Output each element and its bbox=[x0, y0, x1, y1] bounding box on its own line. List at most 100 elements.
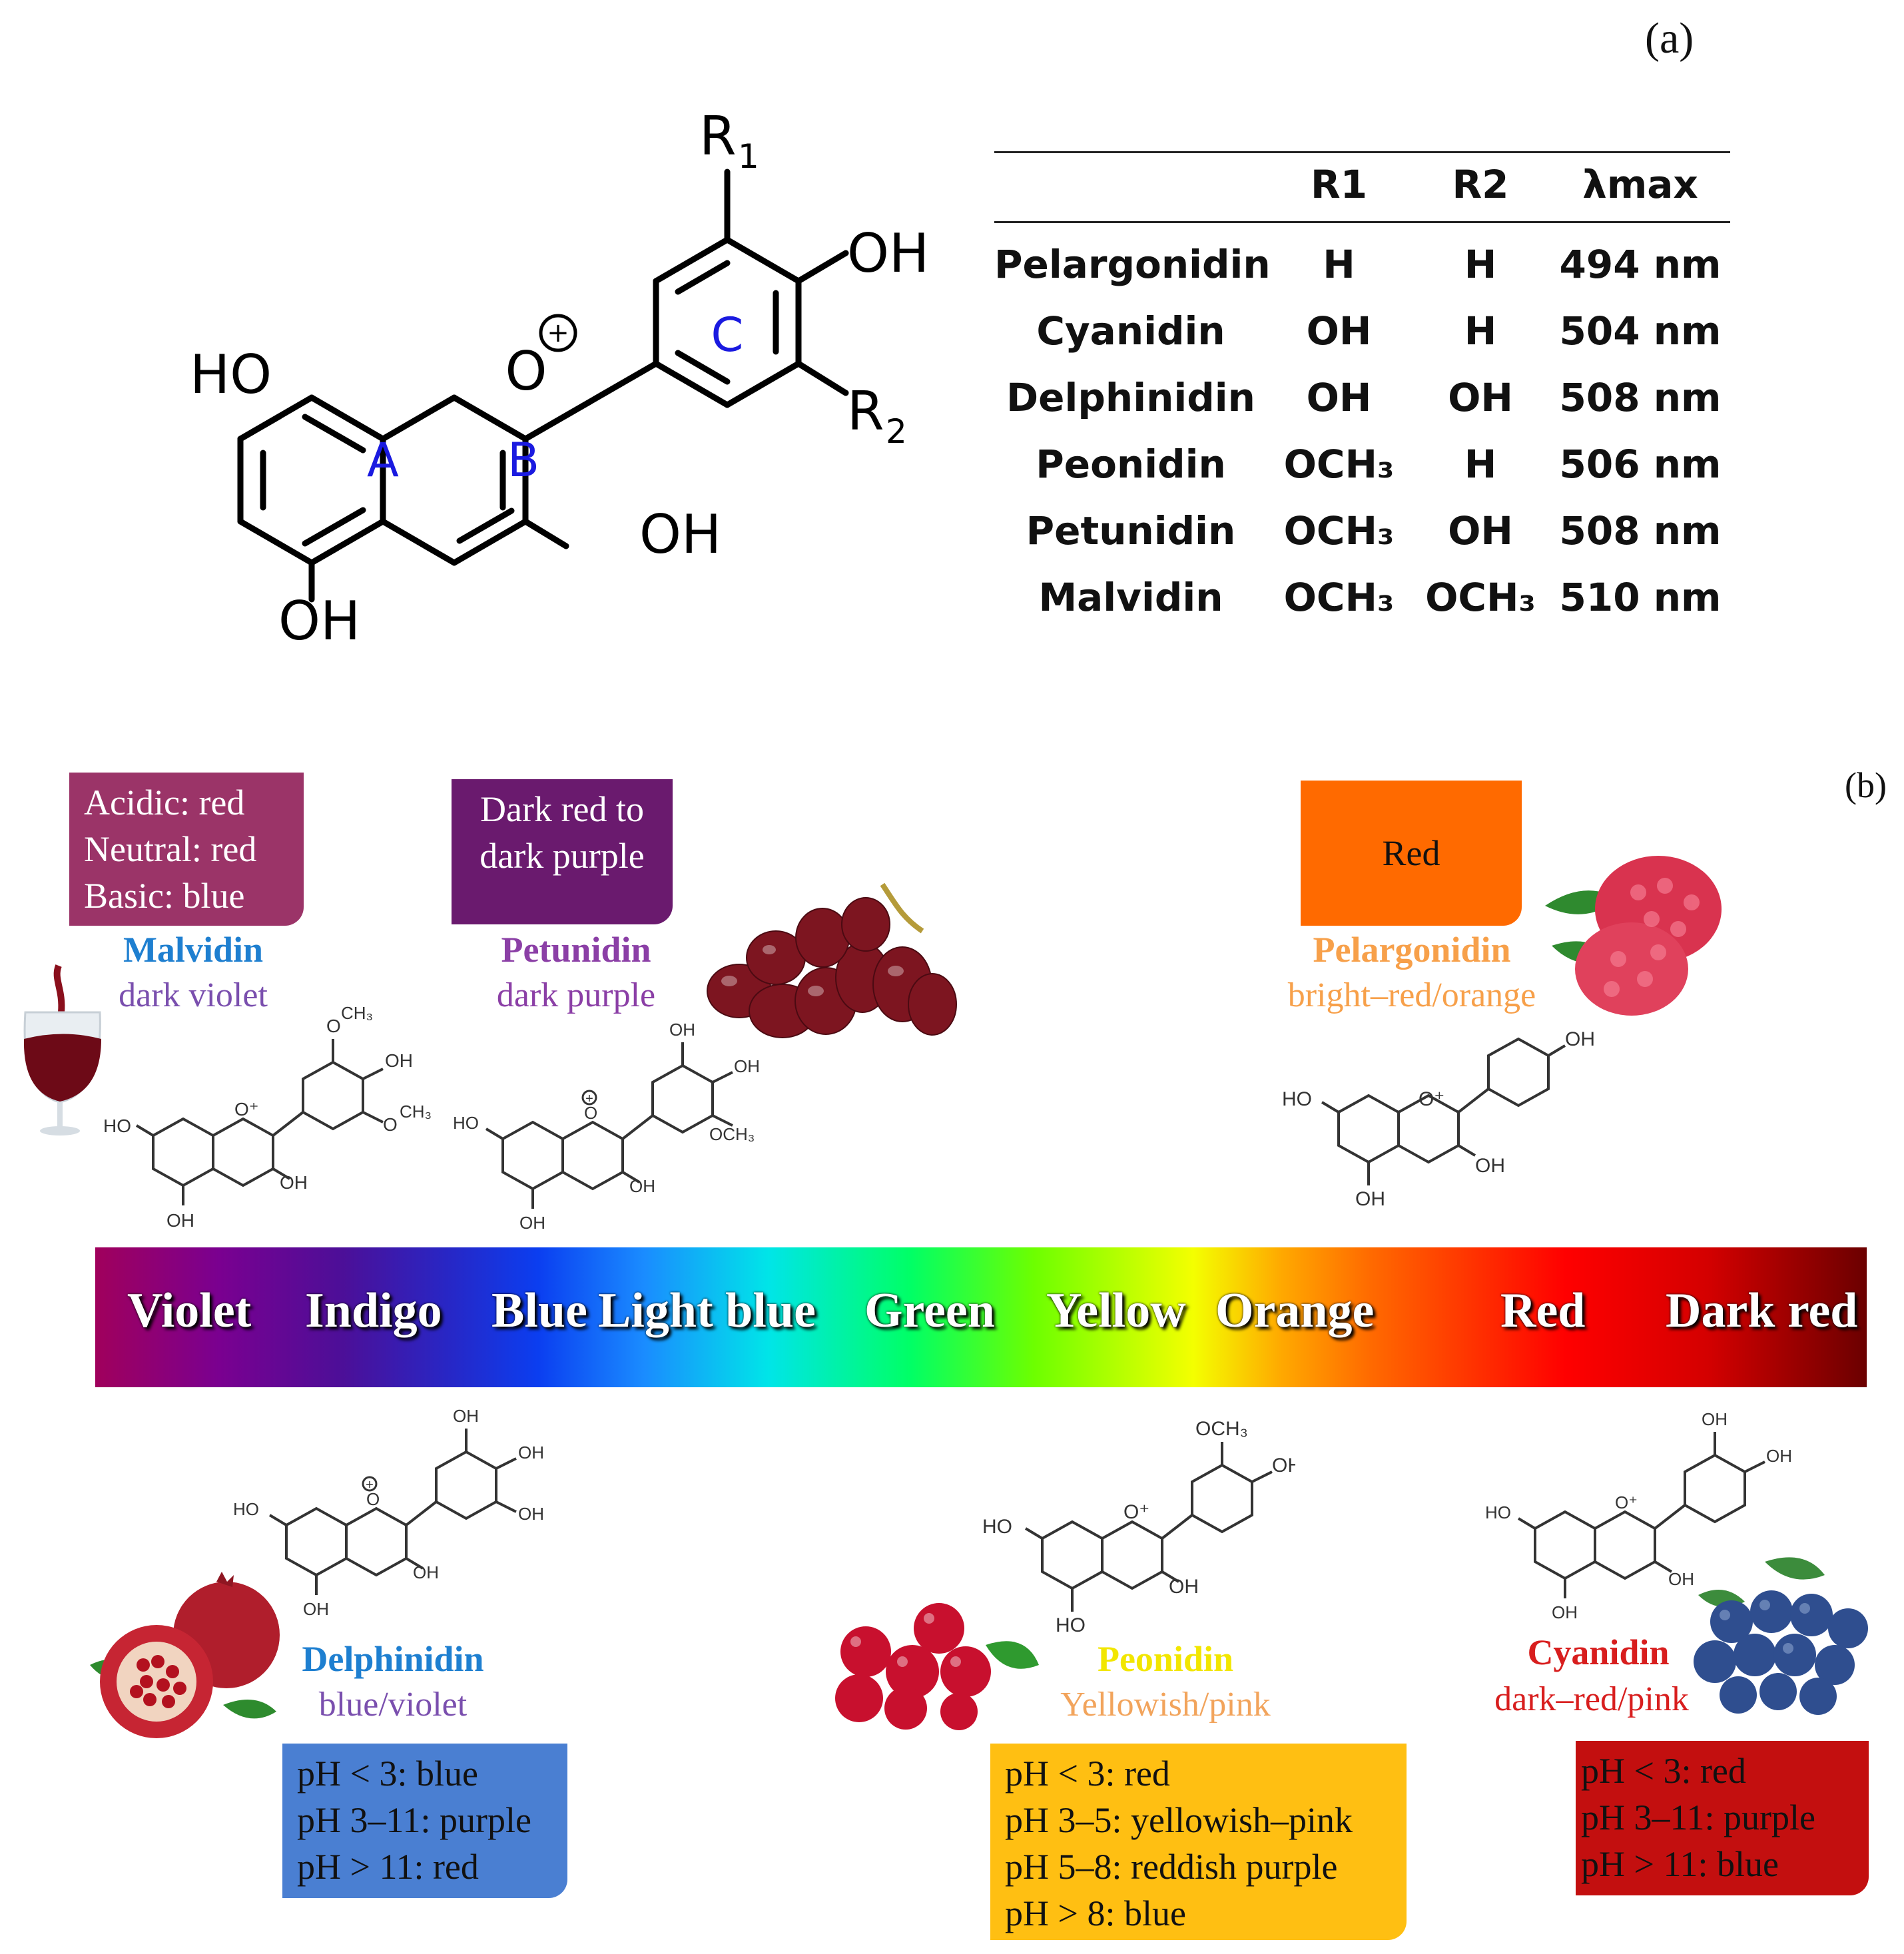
table-cell: Pelargonidin bbox=[994, 242, 1271, 287]
pomegranate-image bbox=[90, 1572, 280, 1738]
spectrum-label-dark-red: Dark red bbox=[1666, 1283, 1858, 1338]
spectrum-label-orange: Orange bbox=[1215, 1283, 1375, 1338]
mol-o-plus: O⁺ bbox=[1615, 1492, 1638, 1512]
mol-o-plus: O⁺ bbox=[1419, 1088, 1444, 1110]
petunidin-color-desc: dark purple bbox=[496, 976, 656, 1014]
r1-label: R bbox=[699, 105, 737, 167]
peonidin-ph-box: pH < 3: red pH 3–5: yellowish–pink pH 5–… bbox=[990, 1744, 1407, 1940]
malvidin-ph-box: Acidic: red Neutral: red Basic: blue bbox=[69, 773, 304, 926]
table-cell: OCH₃ bbox=[1283, 508, 1395, 553]
spectrum-label-blue: Blue bbox=[491, 1283, 587, 1338]
malvidin-color-desc: dark violet bbox=[119, 976, 268, 1014]
delphinidin-name: Delphinidin bbox=[302, 1639, 484, 1679]
table-header: λmax bbox=[1582, 162, 1698, 207]
table-cell: Peonidin bbox=[1036, 442, 1226, 487]
mol-oh: OH bbox=[385, 1050, 413, 1071]
mol-oh: OH bbox=[734, 1056, 760, 1076]
cyanidin-structure: HO OH OH O⁺ OH OH bbox=[1485, 1409, 1792, 1622]
mol-oh: OH bbox=[280, 1172, 308, 1193]
delphinidin-color-desc: blue/violet bbox=[318, 1686, 468, 1724]
blueberries-image bbox=[1694, 1557, 1868, 1715]
ring-c-label: C bbox=[711, 308, 744, 362]
table-header: R2 bbox=[1452, 162, 1509, 207]
table-cell: OCH₃ bbox=[1425, 575, 1536, 620]
pelargonidin-structure: HO OH OH O⁺ OH bbox=[1282, 1028, 1595, 1210]
cranberries-image bbox=[835, 1603, 1039, 1730]
table-cell: 494 nm bbox=[1559, 242, 1722, 287]
table-row: Delphinidin OH OH 508 nm bbox=[994, 364, 1730, 431]
o-ring-atom: O bbox=[505, 340, 547, 402]
mol-oh: OH bbox=[669, 1020, 695, 1040]
table-cell: 510 nm bbox=[1559, 575, 1722, 620]
petunidin-structure: + HO OH OH O OH OH OCH₃ bbox=[453, 1020, 760, 1233]
table-cell: 508 nm bbox=[1559, 375, 1722, 420]
panel-b-label: (b) bbox=[1845, 765, 1887, 805]
cyanidin-name: Cyanidin bbox=[1527, 1632, 1670, 1672]
mol-ho: HO bbox=[982, 1516, 1012, 1538]
table-top-rule bbox=[994, 151, 1730, 153]
mol-o-plus: O⁺ bbox=[1123, 1501, 1149, 1523]
mol-oh: OH bbox=[1565, 1028, 1595, 1050]
table-cell: OH bbox=[1448, 508, 1513, 553]
table-cell: OH bbox=[1306, 375, 1372, 420]
mol-ho: HO bbox=[233, 1499, 259, 1519]
mol-plus: + bbox=[585, 1092, 593, 1106]
table-row: Pelargonidin H H 494 nm bbox=[994, 231, 1730, 298]
table-cell: Delphinidin bbox=[1006, 375, 1255, 420]
spectrum-label-indigo: Indigo bbox=[305, 1283, 442, 1338]
panel-a-label: (a) bbox=[1645, 14, 1694, 63]
peonidin-name: Peonidin bbox=[1097, 1639, 1234, 1679]
red-grapes-image bbox=[707, 882, 957, 1038]
cyanidin-ph-box: pH < 3: red pH 3–11: purple pH > 11: blu… bbox=[1576, 1741, 1869, 1895]
ring-a-label: A bbox=[367, 433, 399, 488]
cyanidin-color-desc: dark–red/pink bbox=[1494, 1680, 1689, 1718]
mol-oh: OH bbox=[1668, 1569, 1694, 1589]
r2-label: R bbox=[847, 380, 884, 442]
table-header-rule bbox=[994, 221, 1730, 223]
pelargonidin-color-desc: bright–red/orange bbox=[1287, 976, 1536, 1014]
peonidin-color-desc: Yellowish/pink bbox=[1060, 1686, 1271, 1724]
mol-oh: OH bbox=[518, 1443, 544, 1463]
table-cell: Malvidin bbox=[1038, 575, 1223, 620]
mol-o-plus: O⁺ bbox=[234, 1099, 259, 1120]
mol-oh: OH bbox=[1355, 1188, 1385, 1210]
mol-plus: + bbox=[366, 1478, 374, 1492]
oh-ring-b: OH bbox=[639, 503, 721, 565]
mol-ho: HO bbox=[103, 1116, 131, 1136]
table-cell: 508 nm bbox=[1559, 508, 1722, 553]
o-plus-charge: + bbox=[547, 318, 569, 348]
table-cell: H bbox=[1464, 308, 1497, 354]
table-cell: OCH₃ bbox=[1283, 442, 1395, 487]
mol-oh: OH bbox=[518, 1504, 544, 1524]
delphinidin-ph-box: pH < 3: blue pH 3–11: purple pH > 11: re… bbox=[282, 1744, 567, 1898]
color-spectrum-bar: Violet Indigo Blue Light blue Green Yell… bbox=[95, 1247, 1867, 1387]
table-cell: OCH₃ bbox=[1283, 575, 1395, 620]
mol-oh: OH bbox=[1766, 1446, 1792, 1466]
mol-ho: HO bbox=[1056, 1614, 1086, 1636]
ho-ring-a: HO bbox=[190, 344, 272, 406]
raspberries-image bbox=[1545, 856, 1722, 1016]
mol-oh: OH bbox=[1272, 1455, 1295, 1476]
mol-o: O bbox=[326, 1016, 341, 1036]
oh-ring-c: OH bbox=[847, 222, 929, 284]
table-cell: H bbox=[1464, 242, 1497, 287]
anthocyanidin-core-structure: + O R 1 OH R 2 HO OH OH A B C bbox=[190, 105, 929, 652]
spectrum-label-light-blue: Light blue bbox=[598, 1283, 816, 1338]
mol-ho: HO bbox=[1485, 1502, 1511, 1522]
mol-oh: OH bbox=[629, 1176, 655, 1196]
mol-ch3: CH₃ bbox=[400, 1102, 432, 1122]
mol-o: O bbox=[584, 1103, 597, 1123]
ring-b-label: B bbox=[507, 433, 539, 488]
table-row: Petunidin OCH₃ OH 508 nm bbox=[994, 497, 1730, 564]
mol-oh: OH bbox=[453, 1406, 479, 1426]
table-cell: 504 nm bbox=[1559, 308, 1722, 354]
mol-oh: OH bbox=[303, 1599, 329, 1619]
table-row: Cyanidin OH H 504 nm bbox=[994, 298, 1730, 364]
table-row: Peonidin OCH₃ H 506 nm bbox=[994, 431, 1730, 497]
pelargonidin-color-box: Red bbox=[1301, 781, 1522, 926]
table-cell: H bbox=[1323, 242, 1355, 287]
table-cell: OH bbox=[1448, 375, 1513, 420]
mol-ch3: CH₃ bbox=[341, 1003, 373, 1023]
petunidin-name: Petunidin bbox=[501, 930, 651, 970]
mol-oh: OH bbox=[1475, 1155, 1505, 1177]
